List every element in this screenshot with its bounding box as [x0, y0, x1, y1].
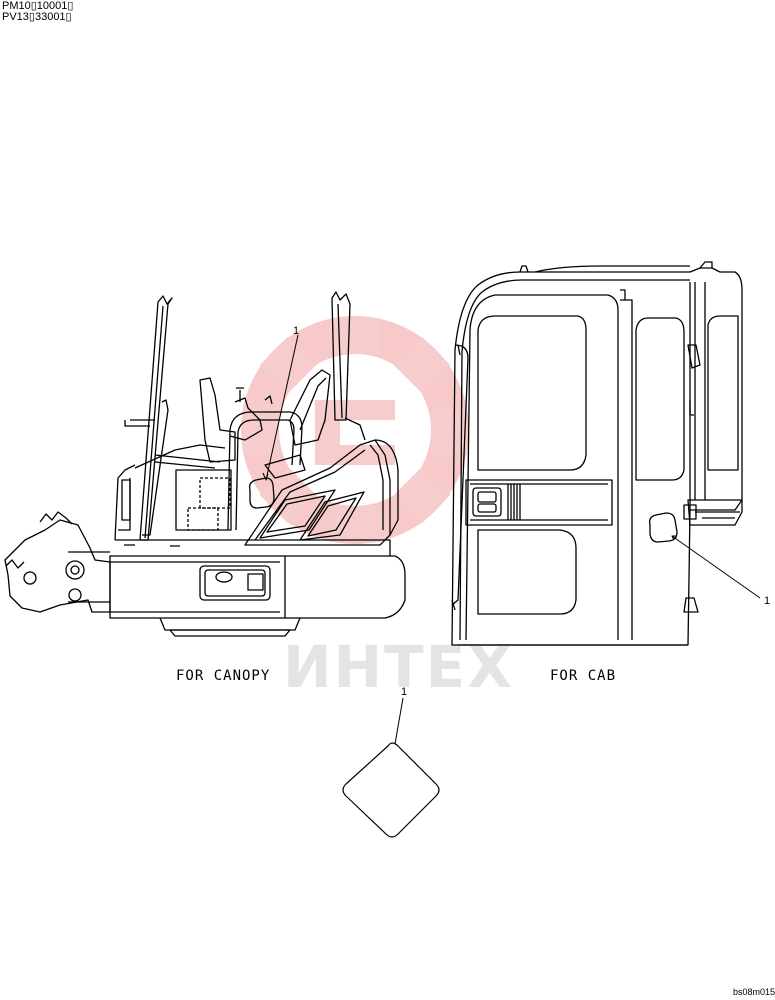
cab-drawing — [451, 261, 761, 646]
callout-cab-decal: 1 — [764, 595, 771, 607]
label-for-canopy: FOR CANOPY — [176, 668, 271, 684]
canopy-decal — [248, 477, 275, 509]
drawing-code: bs08m015 — [733, 987, 775, 997]
model-serial-line-2: PV13▯33001▯ — [2, 11, 72, 23]
decal-detail-shape — [342, 697, 440, 838]
model-serial-line-1: PM10▯10001▯ — [2, 0, 74, 12]
callout-decal-detail: 1 — [401, 686, 408, 698]
cab-decal — [648, 512, 678, 543]
callout-canopy-decal: 1 — [293, 325, 300, 337]
canopy-excavator — [4, 291, 406, 637]
watermark-text: ИНТЕХ — [283, 633, 514, 701]
label-for-cab: FOR CAB — [550, 668, 617, 684]
